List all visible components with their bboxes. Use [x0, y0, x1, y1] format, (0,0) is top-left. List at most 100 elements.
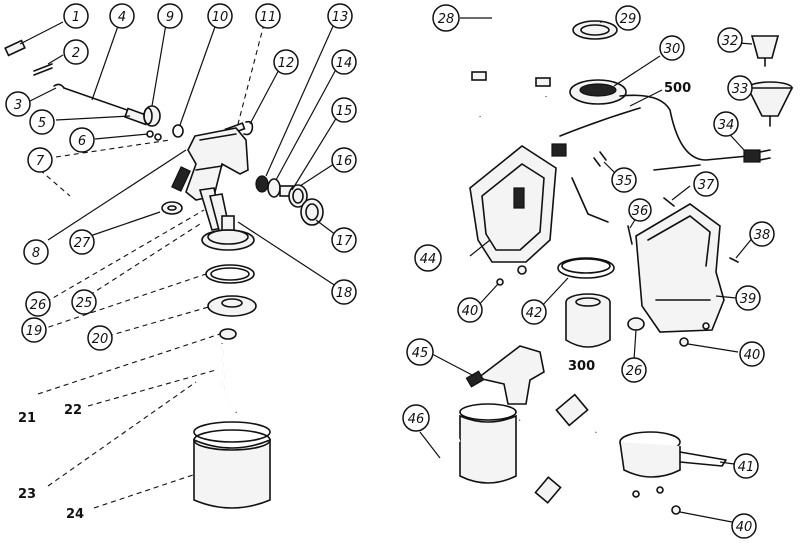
callout-45: 45: [406, 338, 434, 366]
right-plain-labels: 500 300: [568, 81, 691, 374]
svg-text:18: 18: [336, 286, 353, 301]
callout-40-b: 40: [739, 341, 765, 367]
part-44-housing: [469, 145, 557, 263]
callout-18: 18: [331, 279, 357, 305]
part-2-pin: [33, 63, 53, 76]
callout-4: 4: [109, 3, 135, 29]
svg-text:37: 37: [698, 178, 715, 193]
callout-33: 33: [727, 75, 753, 101]
label-500: 500: [664, 81, 691, 96]
svg-text:45: 45: [412, 346, 429, 361]
part-6-rings: [146, 130, 162, 141]
svg-text:38: 38: [754, 228, 771, 243]
callout-9: 9: [157, 3, 183, 29]
callout-35: 35: [611, 167, 637, 193]
callout-29: 29: [615, 5, 641, 31]
svg-text:2: 2: [72, 46, 80, 61]
part-20-plate: [207, 295, 257, 317]
callout-6: 6: [69, 127, 95, 153]
callout-38: 38: [749, 221, 775, 247]
part-46-container-hose: [416, 393, 601, 532]
callout-30: 30: [659, 35, 685, 61]
svg-text:36: 36: [632, 204, 649, 219]
nozzle-stack: [255, 175, 308, 208]
label-22: 22: [64, 403, 82, 418]
part-1-tip: [4, 39, 26, 57]
callout-10: 10: [207, 3, 233, 29]
part-32-nozzle: [750, 35, 780, 67]
part-19-gasket: [205, 264, 255, 284]
callout-40-d: 40: [0, 0, 17, 4]
part-26-disk: [627, 317, 645, 331]
svg-text:3: 3: [14, 98, 22, 113]
right-station-assembly: 28 29 30 32 33 34 35 36 37 38 39 40 40 4…: [0, 0, 794, 539]
svg-text:14: 14: [336, 56, 353, 71]
svg-text:8: 8: [32, 246, 40, 261]
part-40-screws: [496, 265, 710, 515]
svg-text:44: 44: [420, 252, 437, 267]
part-12-spring: [243, 120, 254, 136]
svg-text:7: 7: [36, 154, 45, 169]
svg-text:35: 35: [616, 174, 633, 189]
svg-text:4: 4: [118, 10, 126, 25]
callout-40-c: 40: [731, 513, 757, 539]
part-9-knob: [143, 105, 161, 127]
svg-text:16: 16: [336, 154, 353, 169]
part-22-tube: [221, 343, 237, 413]
part-17-cap: [300, 198, 324, 226]
label-21: 21: [18, 411, 36, 426]
part-37-screw: [663, 197, 675, 207]
part-30-screen: [569, 79, 627, 105]
svg-text:11: 11: [260, 10, 277, 25]
callout-1: 1: [63, 3, 89, 29]
callout-5: 5: [29, 109, 55, 135]
svg-text:9: 9: [166, 10, 174, 25]
svg-text:30: 30: [664, 42, 681, 57]
svg-text:33: 33: [732, 82, 749, 97]
callout-44: 44: [414, 244, 442, 272]
callout-28: 28: [432, 4, 460, 32]
callout-7: 7: [27, 147, 53, 173]
right-leaders: [419, 17, 755, 523]
callout-39: 39: [735, 285, 761, 311]
callout-26: 26: [25, 291, 51, 317]
svg-text:32: 32: [722, 34, 739, 49]
part-300-motor: [565, 293, 611, 348]
callout-25: 25: [71, 289, 97, 315]
svg-text:39: 39: [740, 292, 757, 307]
part-33-funnel: [746, 81, 794, 127]
svg-text:27: 27: [74, 236, 91, 251]
callout-34: 34: [713, 111, 739, 137]
svg-text:46: 46: [408, 412, 425, 427]
callout-32: 32: [717, 27, 743, 53]
svg-text:40: 40: [744, 348, 761, 363]
part-42-ring: [557, 257, 615, 279]
callout-11: 11: [255, 3, 281, 29]
callout-26-right: 26: [621, 357, 647, 383]
part-21-fitting: [219, 328, 237, 340]
part-24-container: [193, 421, 271, 509]
callout-3: 3: [5, 91, 31, 117]
callout-8: 8: [23, 239, 49, 265]
callout-15: 15: [331, 97, 357, 123]
part-35-pins: [593, 151, 607, 167]
svg-text:17: 17: [336, 234, 353, 249]
callout-2: 2: [63, 39, 89, 65]
part-28-strap: [471, 7, 551, 117]
left-plain-labels: 21 22 23 24: [18, 403, 84, 522]
label-300: 300: [568, 359, 595, 374]
callout-14: 14: [331, 49, 357, 75]
left-callouts: 1 2 3 4 5 6 7 8 9 10 11 12 13 14 15 16 1…: [5, 3, 357, 351]
svg-text:10: 10: [212, 10, 229, 25]
label-23: 23: [18, 487, 36, 502]
left-leaders: [19, 21, 343, 509]
callout-41: 41: [733, 453, 759, 479]
callout-16: 16: [331, 147, 357, 173]
svg-text:34: 34: [718, 118, 735, 133]
callout-37: 37: [693, 171, 719, 197]
left-spray-gun-assembly: 1 2 3 4 5 6 7 8 9 10 11 12 13 14 15 16 1…: [4, 3, 357, 522]
callout-13: 13: [327, 3, 353, 29]
part-41-base: [619, 431, 727, 478]
svg-text:6: 6: [78, 134, 86, 149]
